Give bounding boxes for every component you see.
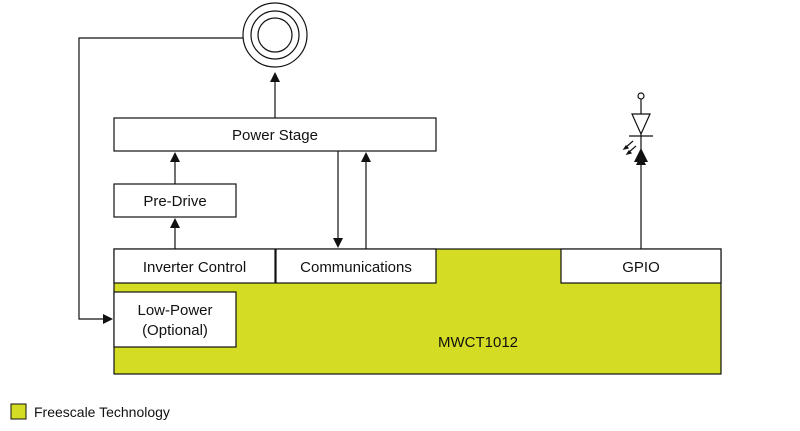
pre-drive-label: Pre-Drive bbox=[143, 193, 206, 210]
communications-block: Communications bbox=[275, 248, 437, 284]
inverter-control-label: Inverter Control bbox=[143, 259, 246, 276]
legend: Freescale Technology bbox=[10, 403, 170, 420]
chip-label: MWCT1012 bbox=[438, 334, 518, 351]
transmitter-coil-icon bbox=[242, 2, 308, 68]
gpio-block: GPIO bbox=[560, 248, 722, 284]
arrow-coil-to-low-power bbox=[78, 37, 243, 324]
pre-drive-block: Pre-Drive bbox=[113, 183, 237, 218]
low-power-block: Low-Power (Optional) bbox=[113, 291, 237, 348]
low-power-optional-label: (Optional) bbox=[142, 322, 208, 339]
gpio-label: GPIO bbox=[622, 259, 660, 276]
communications-label: Communications bbox=[300, 259, 412, 276]
legend-label-freescale: Freescale Technology bbox=[34, 404, 170, 420]
connectors bbox=[78, 37, 646, 324]
low-power-label: Low-Power bbox=[137, 302, 212, 319]
legend-swatch-freescale bbox=[10, 403, 27, 420]
power-stage-block: Power Stage bbox=[113, 117, 437, 152]
power-stage-label: Power Stage bbox=[232, 127, 318, 144]
led-diode-icon bbox=[622, 92, 653, 162]
inverter-control-block: Inverter Control bbox=[113, 248, 276, 284]
